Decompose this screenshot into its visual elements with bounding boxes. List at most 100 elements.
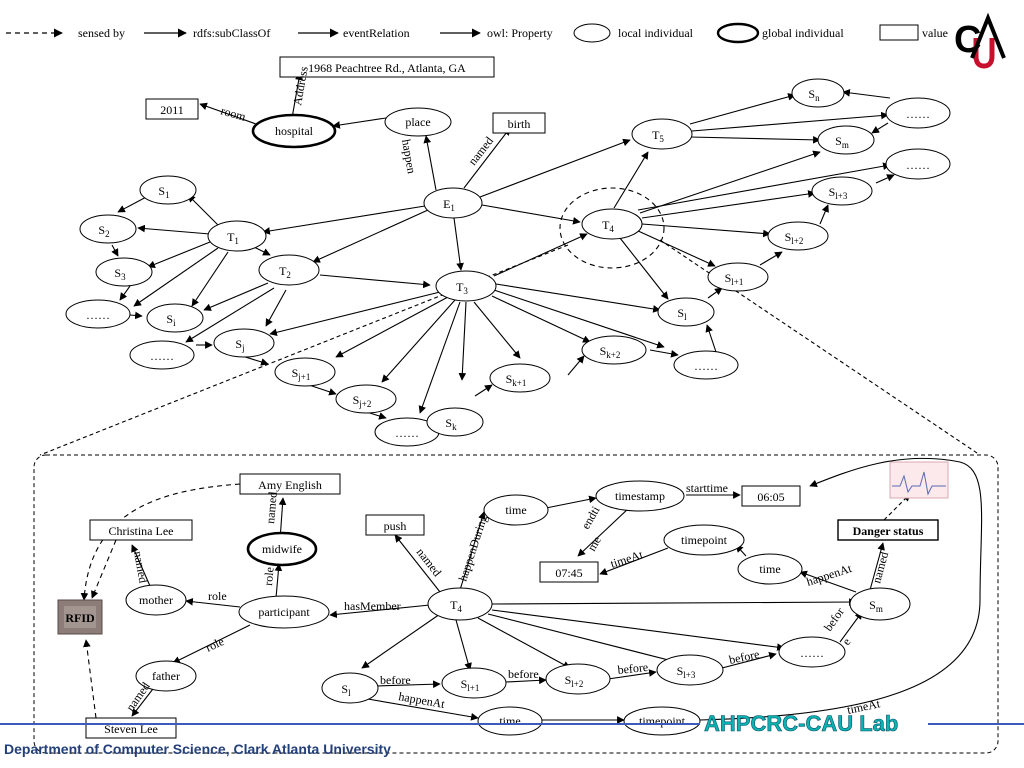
sk-label: S [445,416,452,430]
endtime-label-b: me [584,534,603,554]
named-edge-label-top: named [465,134,496,168]
svg-text:Sm: Sm [869,598,883,614]
detail-role-label-mother: role [208,589,227,603]
svg-text:Sn: Sn [808,87,820,103]
starttime-label: starttime [686,481,728,495]
sl1-detail-node [441,667,507,699]
sl1-node [707,262,769,292]
top-dots-node-5 [885,97,951,129]
time-at-label-2: timeAt [846,696,882,717]
e1-node [423,187,483,219]
sj1-label: S [292,366,299,380]
s3-label: S [114,266,121,280]
t2-label: T [279,264,287,278]
push-value [365,514,425,536]
top-graph-edges [39,72,981,456]
s2-node [79,214,137,244]
sk1-node [489,363,551,393]
svg-text:Sl+2: Sl+2 [785,230,804,246]
sj1-subscript: j+1 [297,372,310,382]
place-label: place [405,115,430,129]
sj2-label: S [353,393,360,407]
sj-node [213,328,275,358]
before-label-1: before [380,673,411,687]
sl3-label: S [829,185,836,199]
sl3-node [811,176,873,206]
top-dots-node-2 [129,340,195,370]
timepoint2-label: timepoint [639,714,686,728]
legend-label-subclass: rdfs:subClassOf [193,26,270,40]
hospital-label: hospital [275,124,314,138]
s3-subscript: 3 [121,272,126,282]
top-dots-label-6: …… [906,158,930,172]
time3-label: time [499,714,520,728]
timepoint-label: timepoint [681,533,728,547]
time-node [483,494,549,526]
t4-focus-circle [559,187,665,269]
rfid-tag-image: RFID [57,599,103,635]
top-dots-label-5: …… [906,107,930,121]
timepoint2-node [623,706,701,736]
sm-detail-label: S [869,598,876,612]
svg-text:Sl: Sl [341,682,351,698]
t4-subscript: 4 [609,224,614,234]
s1-node [139,175,197,205]
svg-text:S1: S1 [158,184,169,200]
svg-text:Sk+1: Sk+1 [506,372,527,388]
father-label: father [152,669,180,683]
happen-during-label: happenDuring [456,513,491,583]
e1-label: E [443,197,450,211]
t4-detail-label: T [450,598,458,612]
e1-subscript: 1 [450,203,455,213]
t5-subscript: 5 [659,134,664,144]
s1-label: S [158,184,165,198]
sl1-label: S [725,271,732,285]
sk1-label: S [506,372,513,386]
logo-u [973,38,995,69]
room-value [145,98,199,120]
sl3-detail-node [656,654,724,686]
detail-dots-label: …… [800,646,824,660]
svg-text:T3: T3 [456,280,468,296]
footer: AHPCRC-CAU Lab Department of Computer Sc… [0,711,1024,757]
legend-label-local: local individual [618,26,694,40]
time2-node [737,553,803,585]
danger-value [837,519,939,541]
sl1-detail-subscript: l+1 [467,683,479,693]
department-name: Department of Computer Science, Clark At… [4,741,391,757]
svg-text:Sk+2: Sk+2 [600,344,621,360]
t0745-text: 07:45 [555,566,582,580]
logo-a [970,12,1006,59]
t5-node [631,118,693,150]
svg-text:Sk: Sk [445,416,457,432]
birth-text: birth [508,117,531,131]
t0605-value [741,485,801,507]
s1-subscript: 1 [165,190,170,200]
father-node [135,660,197,692]
t0605-text: 06:05 [757,490,784,504]
sk2-node [581,335,647,365]
detail-role-label-midwife: role [261,566,277,586]
before-label-3: before [617,660,649,677]
svg-text:Sl+3: Sl+3 [829,185,848,201]
legend-label-value: value [922,26,948,40]
before-label-2: before [508,667,539,681]
amy-text: Amy English [258,478,322,492]
sl2-detail-node [545,663,611,695]
sl-node [657,297,715,327]
t2-node [258,254,320,286]
legend-local-ellipse [573,23,611,43]
t1-subscript: 1 [234,236,239,246]
has-member-label: hasMember [344,599,401,613]
top-dots-node-6 [885,148,951,180]
svg-text:Sl: Sl [677,306,687,322]
timestamp-node [595,480,685,512]
sj1-node [274,357,336,387]
sj2-node [335,384,397,414]
svg-text:Sl+1: Sl+1 [725,271,744,287]
midwife-node [246,531,318,567]
t4-node [581,208,643,240]
legend-value-rect [879,24,919,41]
top-dots-label-3: …… [395,426,419,440]
svg-text:T2: T2 [279,264,291,280]
